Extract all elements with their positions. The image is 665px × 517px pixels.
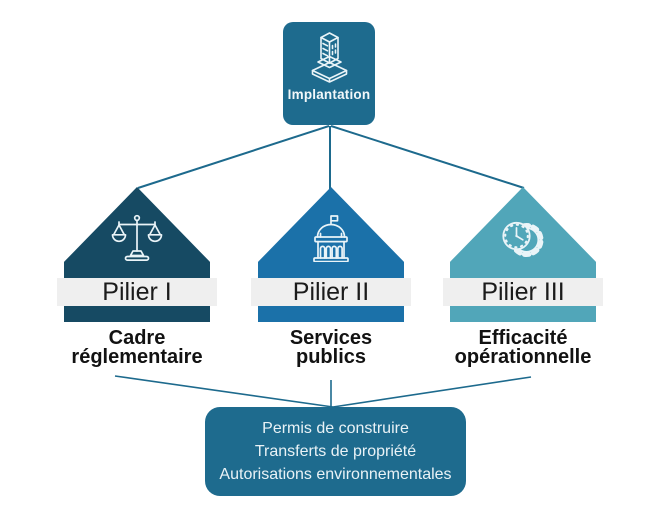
pillar-3-band-label: Pilier III <box>481 278 565 306</box>
pillar-1-band-label: Pilier I <box>102 278 172 306</box>
pillar-3: Pilier III Efficacité opérationnelle <box>443 187 603 367</box>
pillar-1-caption-line2: réglementaire <box>71 346 203 368</box>
building-icon <box>306 31 353 84</box>
pillar-1-caption-line1: Cadre <box>108 327 166 349</box>
implantation-label: Implantation <box>287 87 371 102</box>
connector-root-pillar3 <box>330 125 525 189</box>
scales-icon <box>111 214 163 262</box>
implantation-node: Implantation <box>283 22 375 125</box>
connector-root-pillar1 <box>137 125 330 189</box>
clock-gear-icon <box>496 214 550 264</box>
outcomes-node: Permis de construire Transferts de propr… <box>205 407 466 496</box>
outcome-item: Autorisations environnementales <box>219 466 452 483</box>
connector-pillar1-outcomes <box>114 375 334 408</box>
pillar-2: Pilier II Services publics <box>251 187 411 367</box>
pillar-2-caption: Services publics <box>228 327 434 368</box>
pillar-3-band: Pilier III <box>443 278 603 306</box>
connector-pillar3-outcomes <box>332 376 532 408</box>
pillar-2-caption-line1: Services <box>289 327 373 349</box>
pillar-1: Pilier I Cadre réglementaire <box>57 187 217 367</box>
government-building-icon <box>305 214 357 262</box>
pillar-3-caption-line1: Efficacité <box>478 327 568 349</box>
outcome-item: Transferts de propriété <box>254 443 417 460</box>
pillar-2-band: Pilier II <box>251 278 411 306</box>
pillar-3-caption: Efficacité opérationnelle <box>420 327 626 368</box>
pillar-2-band-label: Pilier II <box>292 278 370 306</box>
pillar-1-band: Pilier I <box>57 278 217 306</box>
pillar-3-caption-line2: opérationnelle <box>454 346 592 368</box>
outcome-item: Permis de construire <box>262 420 409 437</box>
pillar-2-caption-line2: publics <box>295 346 366 368</box>
pillar-1-caption: Cadre réglementaire <box>34 327 240 368</box>
